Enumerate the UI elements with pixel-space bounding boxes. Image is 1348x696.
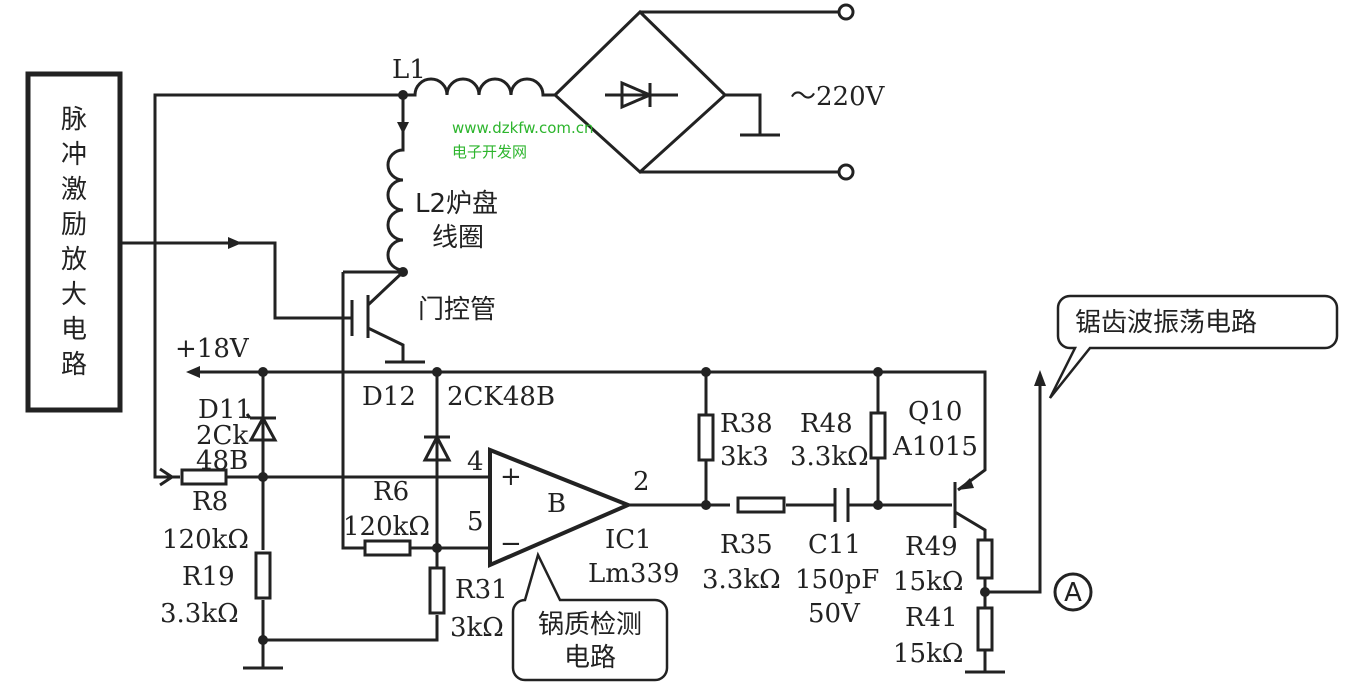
label-igbt: 门控管 (418, 295, 496, 325)
label-r8-val: 120kΩ (162, 525, 249, 555)
resistor-R38 (697, 413, 715, 462)
label-5: 大 (61, 280, 87, 310)
label-r6-val: 120kΩ (343, 512, 430, 542)
label-1: 冲 (61, 140, 87, 170)
diode-icon (605, 80, 678, 110)
label-r19-val: 3.3kΩ (160, 599, 239, 629)
label-pan-detect-2: 电路 (564, 643, 616, 673)
label-4: 放 (61, 245, 87, 275)
callout-sawtooth (1048, 294, 1339, 399)
label-r31: R31 (455, 575, 508, 605)
resistor-R49 (976, 538, 994, 580)
arrow-up-icon (1034, 370, 1046, 386)
label-d11-val2: 48B (196, 446, 248, 476)
label-c11-val: 150pF (795, 565, 879, 595)
label-0: 脉 (61, 105, 87, 135)
resistor-R6 (363, 539, 412, 557)
label-r48: R48 (800, 409, 853, 439)
junction-node (980, 587, 990, 597)
ac-wires (640, 10, 838, 174)
label-ic1: IC1 (605, 525, 652, 555)
label-18v: +18V (175, 334, 250, 364)
label-d11: D11 (198, 395, 252, 425)
junction-node (432, 543, 442, 553)
label-r41-val: 15kΩ (893, 639, 963, 669)
capacitor-C11 (833, 488, 850, 522)
label-6: 电 (61, 315, 87, 345)
arrow-down-icon (397, 122, 409, 134)
resistor-R41 (976, 606, 994, 652)
label-r48-val: 3.3kΩ (790, 442, 869, 472)
label-r8: R8 (192, 487, 228, 517)
resistor-R48 (869, 411, 887, 460)
ac-terminal (837, 3, 855, 21)
resistor-R35 (736, 496, 786, 514)
zener-D12 (422, 433, 452, 462)
inductor-L2 (386, 95, 405, 272)
label-r35-val: 3.3kΩ (702, 565, 781, 595)
label-r31-val: 3kΩ (450, 613, 504, 643)
emitter-arrow-icon (958, 478, 974, 490)
d12-branch (263, 372, 439, 642)
pulse-amplifier-label: 脉 冲 激 励 放 大 电 路 (61, 105, 87, 380)
label-L1: L1 (392, 55, 426, 85)
gate-drive-wire (120, 241, 352, 320)
d11-branch (243, 372, 283, 670)
label-q10: Q10 (908, 397, 962, 427)
comparator-opamp (488, 447, 634, 569)
label-pan-detect-1: 锅质检测 (538, 610, 642, 640)
ac-terminal (837, 163, 855, 181)
watermark-url: www.dzkfw.com.cn (452, 119, 594, 137)
label-c11-v: 50V (808, 599, 861, 629)
label-d12-val: 2CK48B (447, 382, 555, 412)
arrow-left-icon (186, 366, 200, 378)
label-7: 路 (61, 350, 87, 380)
label-3: 励 (61, 210, 87, 240)
label-d11-val1: 2Ck (196, 421, 248, 451)
test-point-A (1053, 572, 1093, 612)
label-r38: R38 (720, 409, 773, 439)
inductor-L1 (403, 77, 555, 97)
label-pin5: 5 (467, 507, 484, 537)
resistor-R19 (254, 551, 272, 600)
label-L2-coil: 线圈 (432, 223, 484, 253)
feedback-wire (153, 93, 403, 479)
label-r6: R6 (373, 477, 409, 507)
label-2: 激 (61, 175, 87, 205)
label-r38-val: 3k3 (720, 442, 769, 472)
callout-pan-detect (511, 551, 669, 682)
label-opamp: B (547, 489, 566, 519)
label-ic1-val: Lm339 (588, 559, 680, 589)
label-pin4: 4 (467, 447, 484, 477)
igbt-transistor (366, 270, 425, 364)
r6-wire (341, 270, 490, 550)
zener-D11 (245, 413, 278, 442)
rail-18v (190, 370, 987, 492)
label-r49: R49 (905, 532, 958, 562)
arrow-icon (159, 467, 175, 487)
label-L2: L2炉盘 (415, 189, 498, 219)
label-sawtooth: 锯齿波振荡电路 (1075, 308, 1257, 338)
resistor-R31 (428, 566, 446, 615)
label-q10-val: A1015 (892, 432, 978, 462)
watermark-name: 电子开发网 (452, 143, 527, 161)
label-r19: R19 (182, 562, 235, 592)
label-r41: R41 (905, 603, 958, 633)
label-minus: − (500, 529, 522, 559)
label-r35: R35 (720, 530, 773, 560)
label-plus: + (500, 462, 522, 492)
label-d12: D12 (362, 382, 416, 412)
transistor-Q10 (953, 482, 987, 540)
label-ac-voltage: ～220V (790, 82, 886, 112)
label-r49-val: 15kΩ (893, 567, 963, 597)
arrow-icon (228, 237, 242, 249)
label-pointa: A (1064, 578, 1082, 608)
label-pin2: 2 (633, 467, 650, 497)
label-c11: C11 (808, 530, 861, 560)
